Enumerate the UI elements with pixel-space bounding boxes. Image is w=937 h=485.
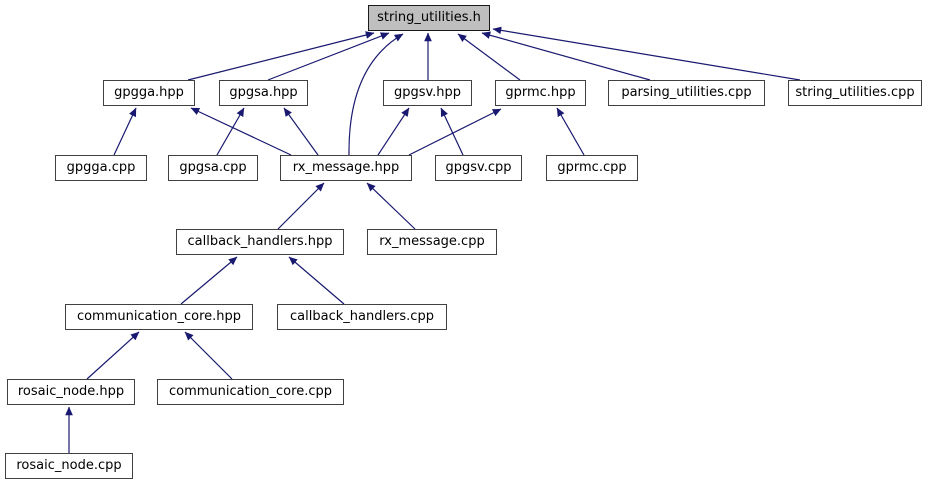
node-parsing-utilities-cpp[interactable]: parsing_utilities.cpp xyxy=(608,80,765,106)
node-callback-handlers-cpp[interactable]: callback_handlers.cpp xyxy=(277,304,447,330)
node-rx-message-hpp[interactable]: rx_message.hpp xyxy=(280,155,412,181)
node-communication-core-cpp[interactable]: communication_core.cpp xyxy=(157,379,344,405)
node-callback-handlers-hpp[interactable]: callback_handlers.hpp xyxy=(176,229,344,255)
node-gpgsa-hpp[interactable]: gpgsa.hpp xyxy=(219,80,308,106)
edge-callback-handlers-cpp-to-callback-handlers-hpp xyxy=(288,256,345,305)
edge-gpgsa-cpp-to-gpgsa-hpp xyxy=(216,107,245,156)
node-gpgsv-hpp[interactable]: gpgsv.hpp xyxy=(383,80,472,106)
edge-gpgga-cpp-to-gpgga-hpp xyxy=(113,107,137,156)
node-string-utilities-h[interactable]: string_utilities.h xyxy=(368,5,490,31)
node-rx-message-cpp[interactable]: rx_message.cpp xyxy=(367,229,497,255)
edge-gprmc-hpp-to-string-utilities-h xyxy=(457,33,521,81)
edge-rx-message-cpp-to-rx-message-hpp xyxy=(366,182,416,230)
node-gprmc-hpp[interactable]: gprmc.hpp xyxy=(495,80,586,106)
edge-callback-handlers-hpp-to-rx-message-hpp xyxy=(277,182,325,230)
node-communication-core-hpp[interactable]: communication_core.hpp xyxy=(65,304,253,330)
node-gpgsa-cpp[interactable]: gpgsa.cpp xyxy=(168,155,258,181)
edge-gpgsa-hpp-to-string-utilities-h xyxy=(267,32,390,81)
node-gpgsv-cpp[interactable]: gpgsv.cpp xyxy=(435,155,522,181)
edge-rx-message-hpp-to-string-utilities-h xyxy=(348,33,404,156)
edge-gpgsv-cpp-to-gpgsv-hpp xyxy=(440,107,464,156)
edge-rx-message-hpp-to-gprmc-hpp xyxy=(408,108,502,156)
node-rosaic-node-cpp[interactable]: rosaic_node.cpp xyxy=(5,453,133,479)
edge-rosaic-node-hpp-to-communication-core-hpp xyxy=(86,331,140,380)
edge-rx-message-hpp-to-gpgsa-hpp xyxy=(283,107,319,156)
node-gpgga-cpp[interactable]: gpgga.cpp xyxy=(55,155,147,181)
edge-rx-message-hpp-to-gpgsv-hpp xyxy=(377,107,410,156)
edge-communication-core-cpp-to-communication-core-hpp xyxy=(184,331,233,380)
edge-gprmc-cpp-to-gprmc-hpp xyxy=(556,107,585,156)
edge-communication-core-hpp-to-callback-handlers-hpp xyxy=(180,256,238,305)
edge-gpgga-hpp-to-string-utilities-h xyxy=(187,31,375,81)
node-gprmc-cpp[interactable]: gprmc.cpp xyxy=(546,155,638,181)
edge-rx-message-hpp-to-gpgga-hpp xyxy=(190,107,292,156)
node-string-utilities-cpp[interactable]: string_utilities.cpp xyxy=(788,80,922,106)
node-rosaic-node-hpp[interactable]: rosaic_node.hpp xyxy=(7,379,135,405)
edge-string-utilities-cpp-to-string-utilities-h xyxy=(492,26,801,81)
node-gpgga-hpp[interactable]: gpgga.hpp xyxy=(103,80,195,106)
edge-parsing-utilities-cpp-to-string-utilities-h xyxy=(481,31,651,81)
